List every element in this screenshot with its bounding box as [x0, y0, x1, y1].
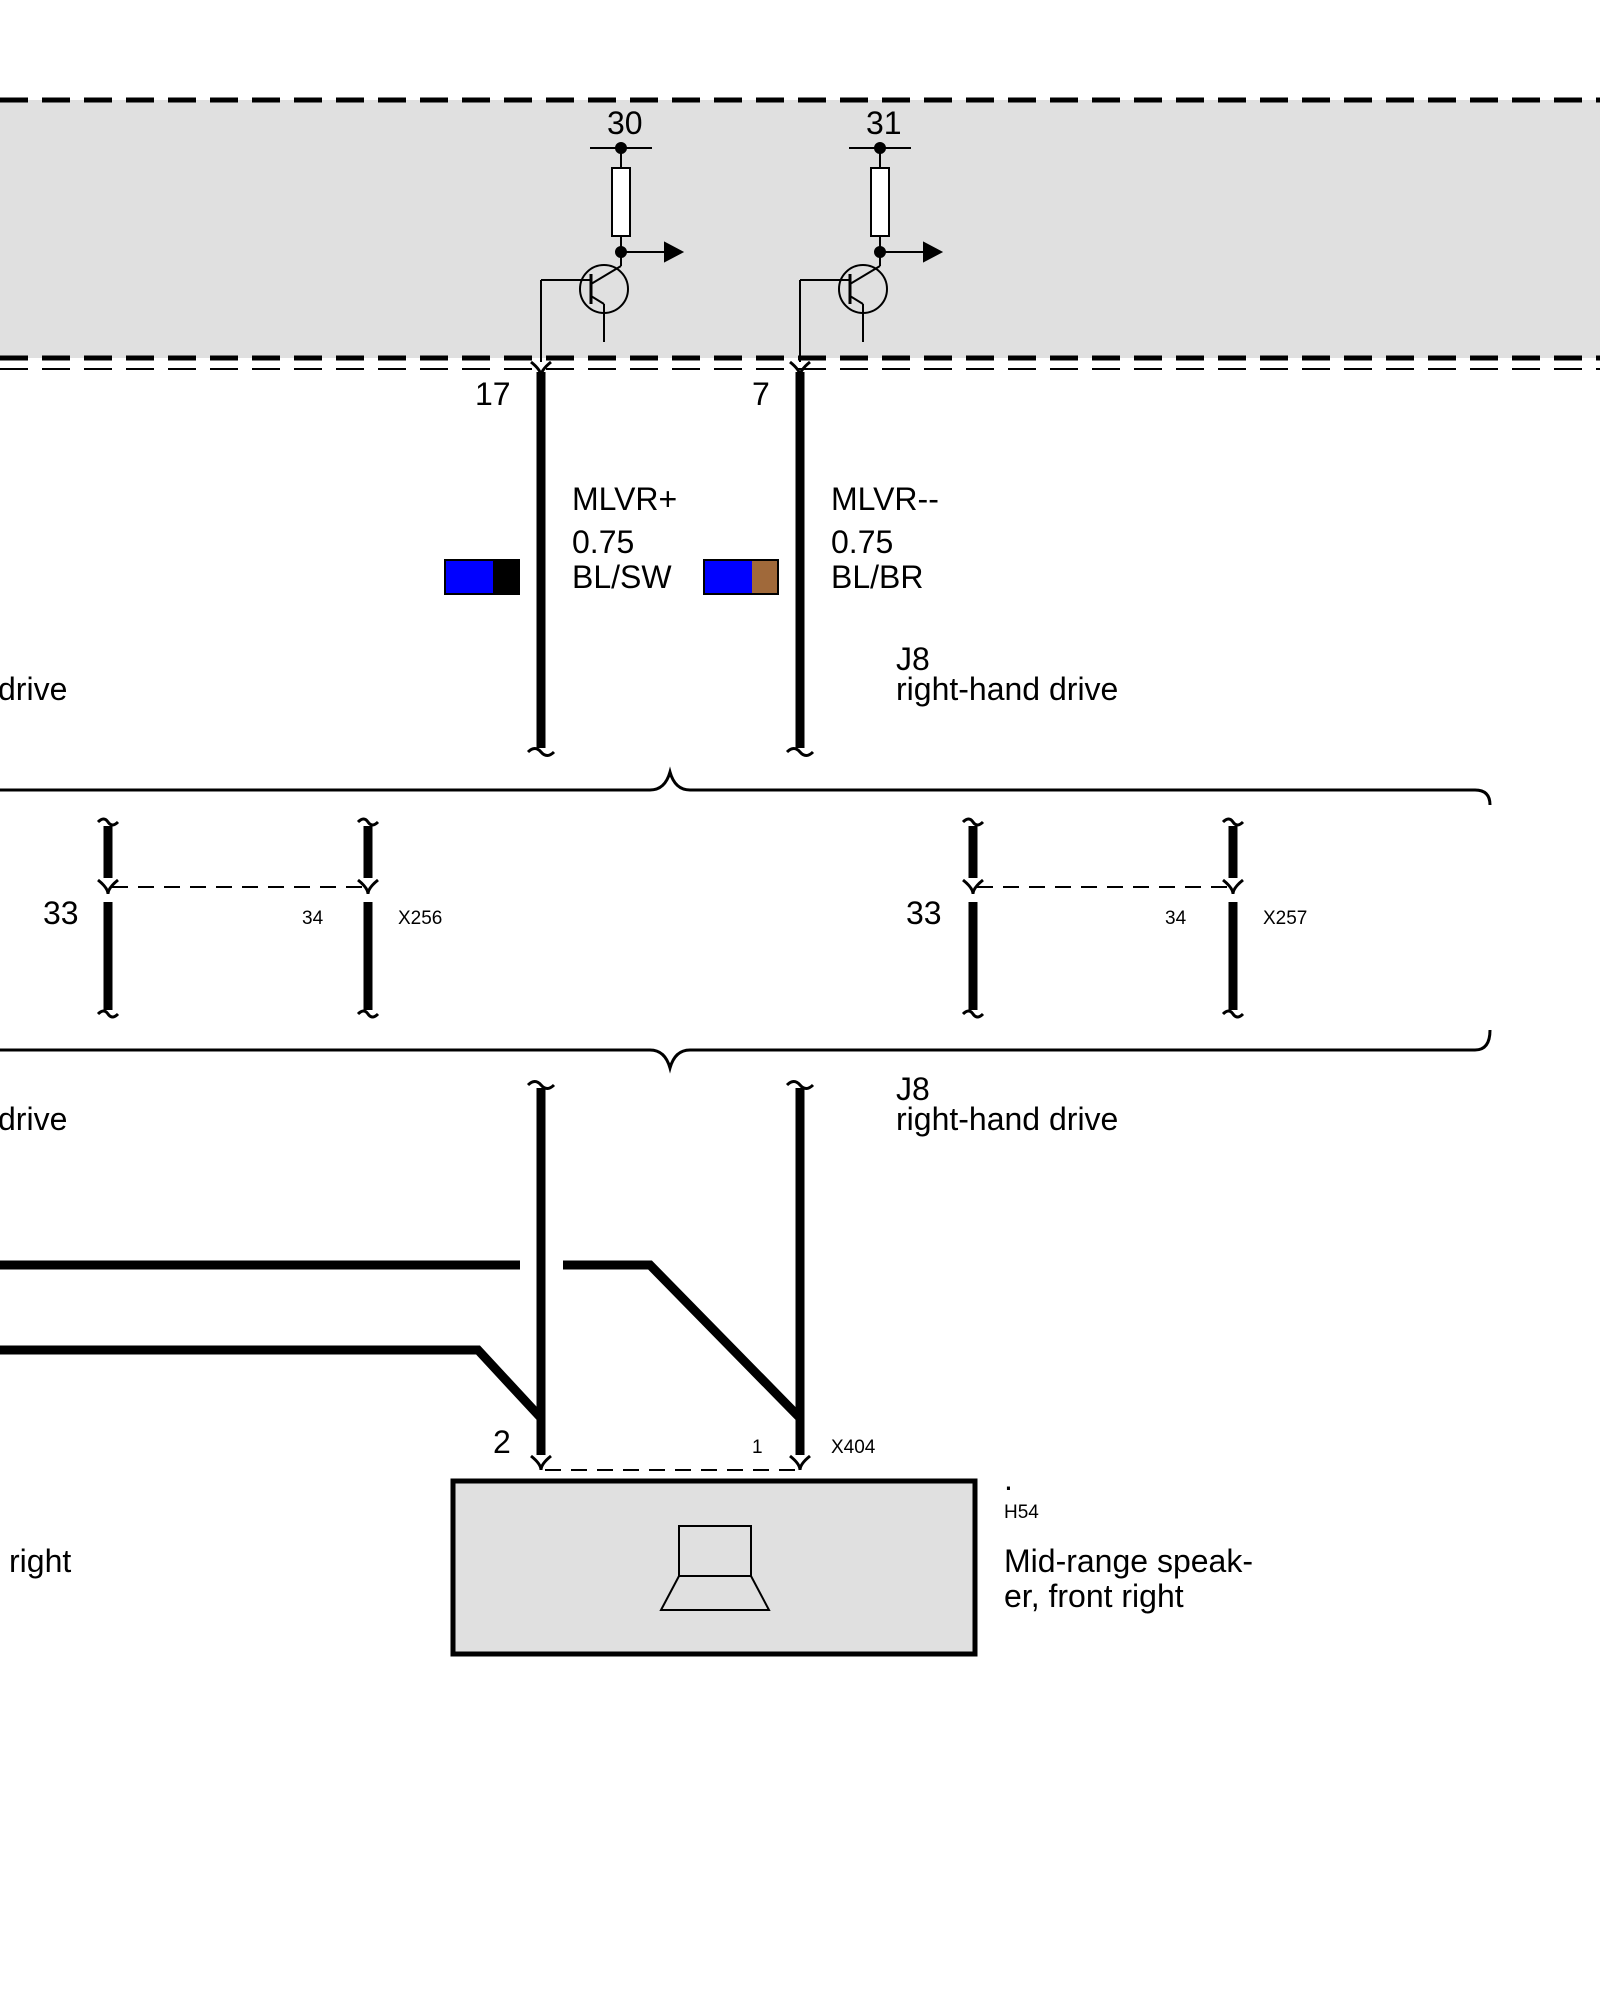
wire1-color-code: BL/SW	[572, 559, 672, 595]
component-dot: .	[1004, 1461, 1013, 1497]
wire1-color-swatch	[444, 559, 520, 595]
connector-x256: 33 34 X256	[43, 817, 442, 1019]
wire-break-icon	[526, 747, 556, 757]
supply-pin-30: 30	[607, 105, 643, 141]
supply-pin-31: 31	[866, 105, 902, 141]
speaker-component	[450, 1478, 978, 1657]
transistor-collector	[590, 265, 622, 285]
x257-pin-marks	[961, 817, 1245, 1019]
transistor-emitter	[590, 295, 605, 305]
x256-pin-34: 34	[302, 908, 324, 929]
x404-pin-2: 2	[493, 1424, 511, 1460]
resistor	[611, 167, 631, 237]
variant-right-upper: right-hand drive	[896, 671, 1118, 707]
sense-arrow-icon	[923, 241, 944, 263]
variant-right-lower: right-hand drive	[896, 1101, 1118, 1137]
x256-pin-marks	[96, 817, 380, 1019]
transistor-emitter	[849, 295, 864, 305]
wire2-color-swatch	[703, 559, 779, 595]
harness-brace-bottom	[0, 1029, 1492, 1074]
variant-id-upper: J8	[896, 641, 930, 677]
x256-pin-33: 33	[43, 895, 79, 931]
swatch-secondary	[752, 560, 778, 594]
output-stage-1	[540, 142, 685, 362]
resistor	[870, 167, 890, 237]
x256-id: X256	[398, 908, 442, 929]
wire-break-icon	[526, 1080, 556, 1090]
swatch-secondary	[493, 560, 519, 594]
variant-left-lower: drive	[0, 1101, 67, 1137]
swatch-border	[703, 559, 779, 595]
component-name-line1: Mid-range speak-	[1004, 1543, 1253, 1579]
x257-pin-34: 34	[1165, 908, 1187, 929]
wire-break-icon	[785, 1080, 815, 1090]
swatch-border	[444, 559, 520, 595]
component-id: H54	[1004, 1502, 1039, 1523]
wire1-gauge: 0.75	[572, 524, 634, 560]
harness-brace-top	[0, 766, 1492, 806]
variant-left-upper: drive	[0, 671, 67, 707]
speaker-housing	[450, 1478, 978, 1657]
connector-x404: 2 1 X404	[493, 1424, 876, 1471]
x404-pin-1: 1	[752, 1437, 763, 1458]
x404-pin-marks	[530, 1454, 811, 1471]
wire2-color-code: BL/BR	[831, 559, 923, 595]
swatch-primary	[704, 560, 752, 594]
x404-id: X404	[831, 1437, 876, 1458]
output-pin-17: 17	[475, 376, 511, 412]
harness-wire-b	[0, 1345, 545, 1422]
x257-id: X257	[1263, 908, 1307, 929]
transistor-collector	[849, 265, 881, 285]
connector-x257: 33 34 X257	[906, 817, 1307, 1019]
output-pin-7: 7	[752, 376, 770, 412]
x257-pin-33: 33	[906, 895, 942, 931]
wire1-signal: MLVR+	[572, 481, 677, 517]
variant-id-lower: J8	[896, 1071, 930, 1107]
left-component-label: right	[9, 1543, 71, 1579]
sense-arrow-icon	[664, 241, 685, 263]
wire-break-icon	[785, 747, 815, 757]
swatch-primary	[445, 560, 493, 594]
wire2-signal: MLVR--	[831, 481, 939, 517]
component-name-line2: er, front right	[1004, 1578, 1184, 1614]
harness-wire-a-right	[563, 1260, 804, 1422]
speaker-cone-icon	[659, 1575, 771, 1611]
output-stage-2	[799, 142, 944, 362]
wire2-gauge: 0.75	[831, 524, 893, 560]
